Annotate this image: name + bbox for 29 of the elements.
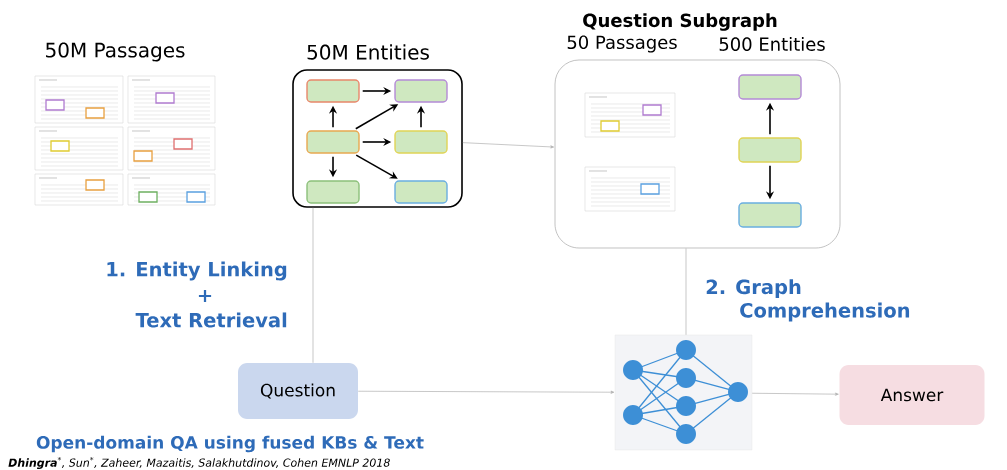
heading: Question Subgraph xyxy=(583,13,777,31)
arrow xyxy=(462,142,554,149)
heading: 50 Passages xyxy=(567,35,677,53)
entity-box xyxy=(306,180,360,204)
entity-box xyxy=(306,130,360,154)
step-label: 2. Graph Comprehension xyxy=(706,279,910,322)
entity-box xyxy=(738,202,802,228)
passage-page-drawing xyxy=(584,166,676,212)
heading: 50M Entities xyxy=(307,44,429,60)
arrow xyxy=(355,154,398,179)
step-label: Text Retrieval xyxy=(135,312,287,328)
entity-box xyxy=(738,137,802,163)
arrow xyxy=(751,392,839,396)
neural-network-drawing xyxy=(614,334,753,451)
heading: 50M Passages xyxy=(46,42,185,62)
passage-page-drawing xyxy=(584,92,676,138)
entity-box xyxy=(394,130,448,154)
entity-box xyxy=(394,79,448,103)
citation: Dhingra$^{*}$, Sun$^{*}$, Zaheer, Mazaitis, Salakhutdinov, Cohen EMNLP 2018 xyxy=(8,456,390,469)
answer-box: Answer xyxy=(839,365,985,425)
heading: 500 Entities xyxy=(719,37,825,51)
question-box: Question xyxy=(238,363,358,419)
step-label: 1. Entity Linking xyxy=(107,261,287,281)
entity-box xyxy=(306,79,360,103)
arrow xyxy=(357,390,615,394)
reference-title: Open-domain QA using fused KBs & Text xyxy=(36,435,424,453)
entity-box xyxy=(394,180,448,204)
step-label: + xyxy=(198,289,212,303)
entity-box xyxy=(738,74,802,100)
